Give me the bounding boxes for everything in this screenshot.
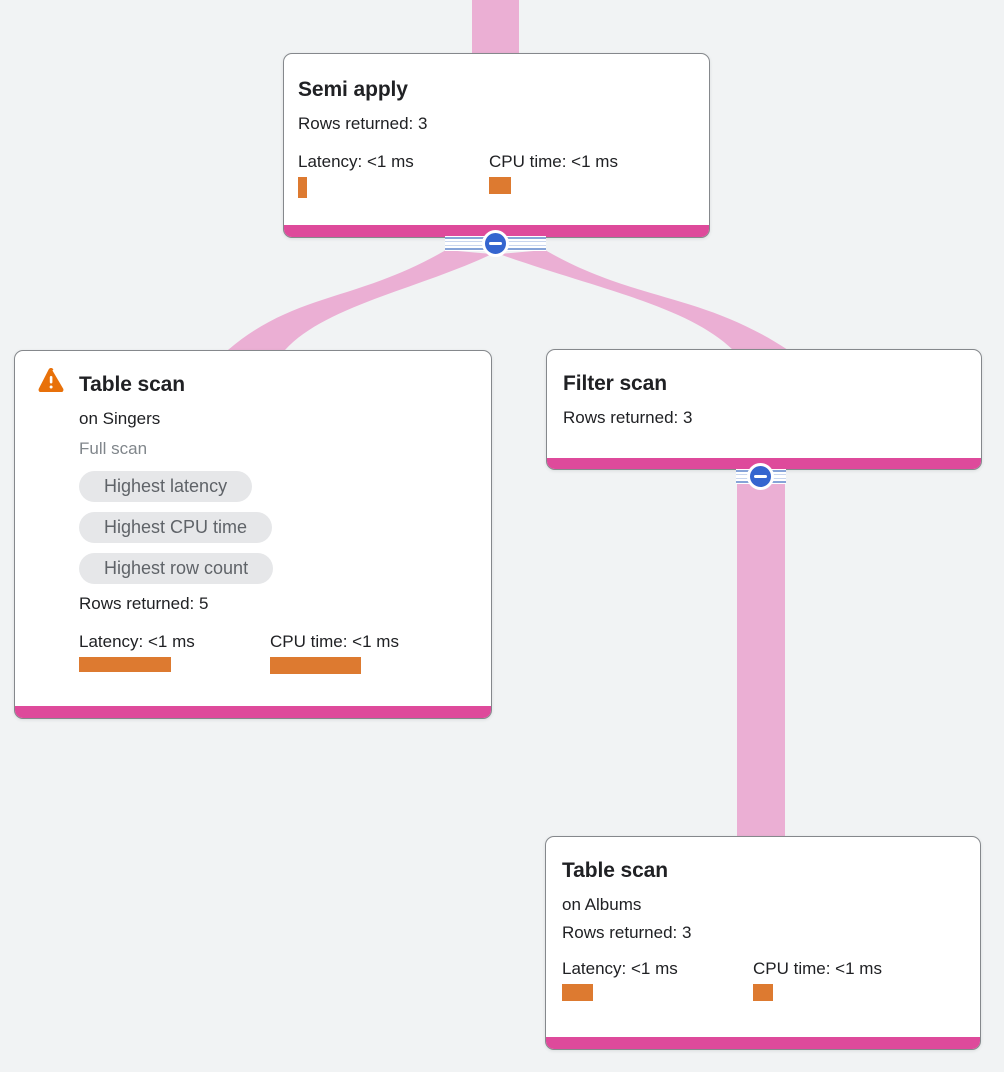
collapse-control-semi-apply	[445, 230, 546, 257]
latency-bar	[562, 984, 593, 1001]
cpu-time-bar	[753, 984, 773, 1001]
cpu-time-label: CPU time: <1 ms	[270, 632, 399, 651]
cpu-time-bar	[270, 657, 361, 674]
cpu-time-label: CPU time: <1 ms	[489, 152, 618, 171]
node-filter-scan[interactable]: Filter scan Rows returned: 3	[546, 349, 982, 470]
node-semi-apply[interactable]: Semi apply Rows returned: 3 Latency: <1 …	[283, 53, 710, 238]
collapse-button[interactable]	[482, 230, 509, 257]
latency-label: Latency: <1 ms	[79, 632, 195, 651]
edge-semi-apply-to-filter-scan	[499, 250, 788, 350]
latency-label: Latency: <1 ms	[298, 152, 414, 171]
warning-icon	[38, 367, 64, 393]
minus-icon	[489, 241, 502, 246]
insight-chips: Highest latency Highest CPU time Highest…	[79, 471, 475, 584]
latency-bar	[298, 177, 307, 198]
latency-bar	[79, 657, 171, 672]
node-subtitle: on Albums	[562, 895, 642, 914]
edge-root-to-semi-apply	[472, 0, 519, 56]
edge-semi-apply-to-table-scan	[228, 250, 492, 350]
node-title: Table scan	[79, 373, 185, 396]
rows-returned: Rows returned: 5	[79, 594, 209, 613]
scan-type-label: Full scan	[79, 439, 148, 458]
node-title: Filter scan	[563, 372, 667, 395]
cpu-time-label: CPU time: <1 ms	[753, 959, 882, 978]
edge-filter-scan-to-table-scan	[737, 466, 785, 837]
chip-highest-latency: Highest latency	[79, 471, 253, 502]
rows-returned: Rows returned: 3	[563, 408, 693, 427]
node-title: Semi apply	[298, 78, 408, 101]
node-accent-bar	[546, 1037, 980, 1049]
node-subtitle: on Singers	[79, 409, 161, 428]
node-accent-bar	[15, 706, 491, 718]
node-title: Table scan	[562, 859, 668, 882]
cpu-time-bar	[489, 177, 511, 194]
collapse-button[interactable]	[747, 463, 774, 490]
minus-icon	[754, 474, 767, 479]
node-table-scan-albums[interactable]: Table scan on Albums Rows returned: 3 La…	[545, 836, 981, 1050]
latency-label: Latency: <1 ms	[562, 959, 678, 978]
chip-highest-cpu-time: Highest CPU time	[79, 512, 273, 543]
collapse-control-filter-scan	[736, 463, 786, 490]
rows-returned: Rows returned: 3	[562, 923, 692, 942]
node-table-scan-singers[interactable]: Table scan on Singers Full scan Highest …	[14, 350, 492, 719]
chip-highest-row-count: Highest row count	[79, 553, 274, 584]
rows-returned: Rows returned: 3	[298, 114, 428, 133]
